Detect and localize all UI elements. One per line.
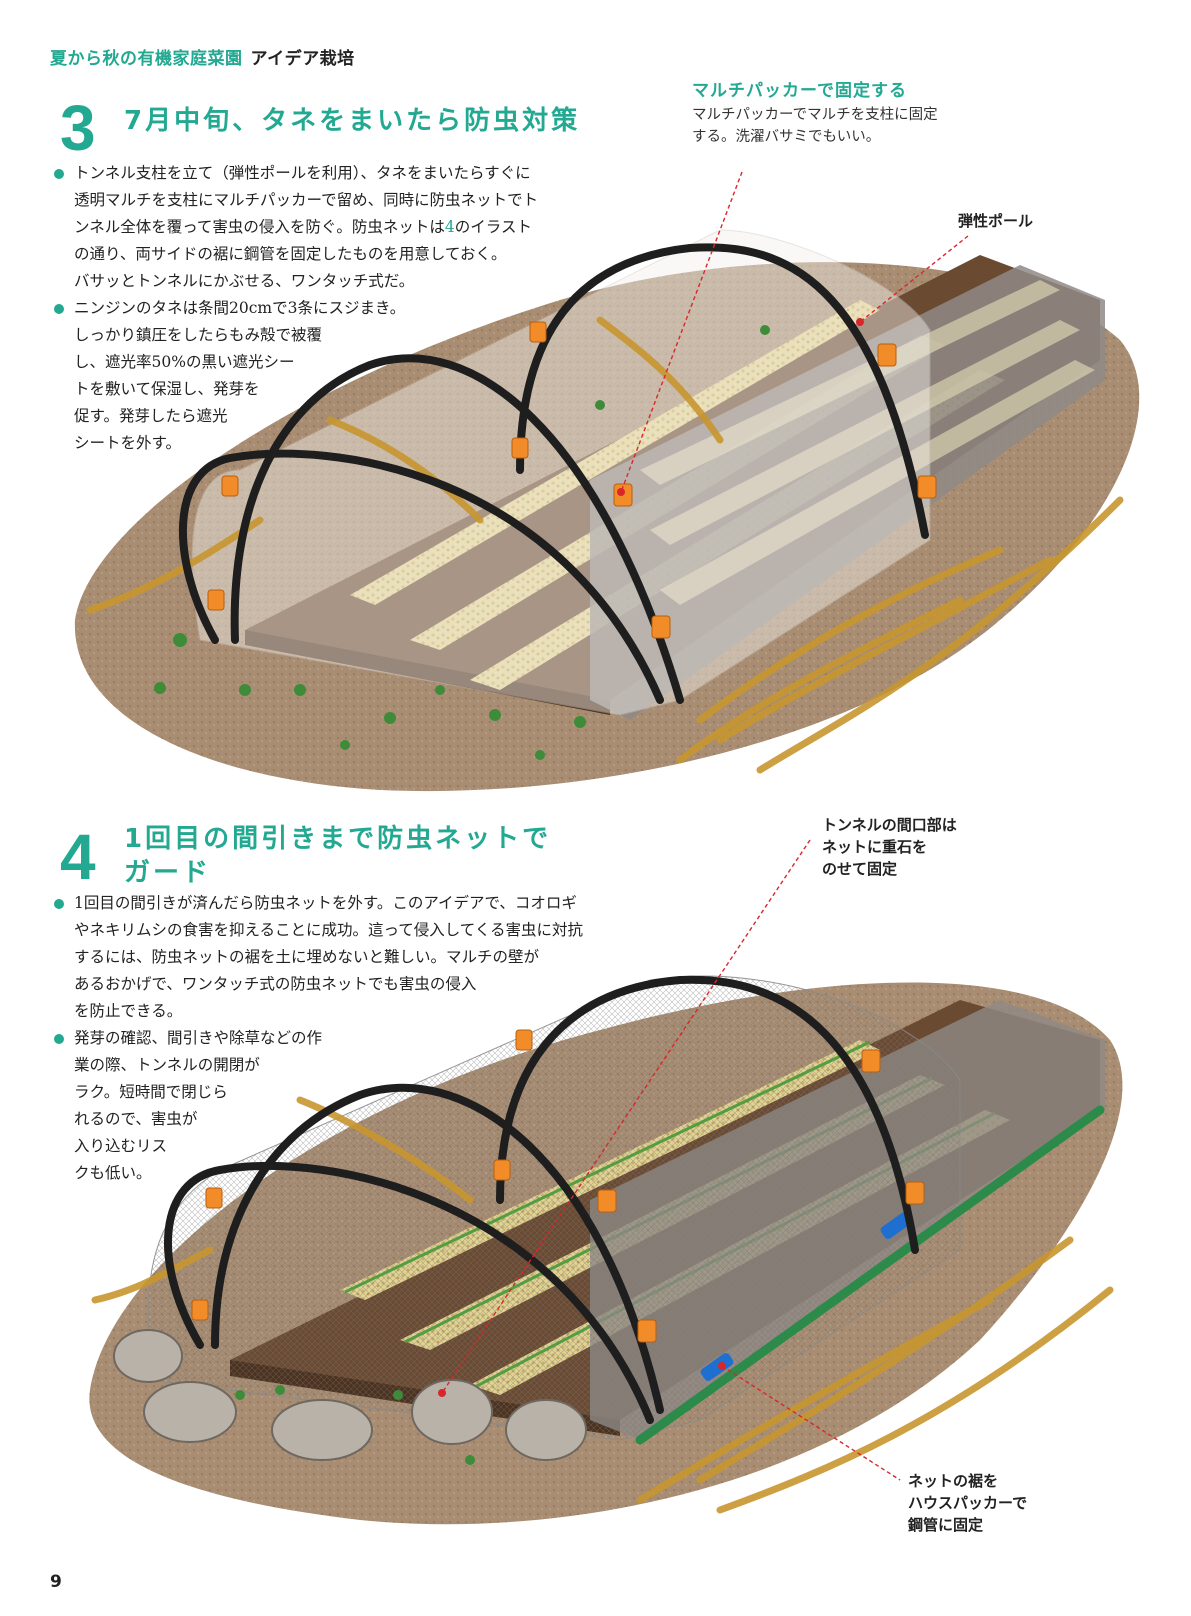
section-4-bullets: 1回目の間引きが済んだら防虫ネットを外す。このアイデアで、コオロギ やネキリムシ… (52, 890, 632, 1187)
leader-dot-pole (856, 318, 864, 326)
callout-packer-title: マルチパッカーで固定する (692, 81, 907, 101)
leader-lines-scene-3 (620, 171, 969, 493)
section-4-title: 1回目の間引きまで防虫ネットで ガード (124, 824, 552, 888)
header-title: アイデア栽培 (250, 49, 355, 69)
callout-packer-text: マルチパッカーでマルチを支柱に固定 する。洗濯バサミでもいい。 (692, 107, 938, 145)
header-series: 夏から秋の有機家庭菜園 (50, 49, 243, 69)
leader-lines-scene-4 (441, 839, 901, 1481)
callout-tunnel-opening: トンネルの間口部は ネットに重石を のせて固定 (822, 816, 957, 878)
section-3-bullet-2: ニンジンのタネは条間20cmで3条にスジまき。 しっかり鎮圧をしたらもみ殻で被覆… (52, 295, 632, 457)
section-4-bullet-2: 発芽の確認、間引きや除草などの作 業の際、トンネルの開閉が ラク。短時間で閉じら… (52, 1025, 632, 1187)
section-3-bullets: トンネル支柱を立て（弾性ポールを利用）、タネをまいたらすぐに 透明マルチを支柱に… (52, 160, 632, 457)
callout-net-hem: ネットの裾を ハウスパッカーで 鋼管に固定 (908, 1472, 1028, 1534)
section-4-number: 4 (60, 821, 96, 893)
callout-elastic-pole: 弾性ポール (958, 212, 1034, 230)
scene-4-tunnel (89, 975, 1123, 1525)
leader-dot-opening (438, 1389, 446, 1397)
section-3-title: 7月中旬、タネをまいたら防虫対策 (124, 106, 581, 136)
leader-dot-packer (617, 488, 625, 496)
leader-dot-hem (718, 1362, 726, 1370)
section-4-bullet-1: 1回目の間引きが済んだら防虫ネットを外す。このアイデアで、コオロギ やネキリムシ… (52, 890, 632, 1025)
running-header: 夏から秋の有機家庭菜園アイデア栽培 (50, 44, 355, 69)
scene-3-tunnel (74, 229, 1140, 792)
section-3-bullet-1: トンネル支柱を立て（弾性ポールを利用）、タネをまいたらすぐに 透明マルチを支柱に… (52, 160, 632, 295)
page-number: 9 (50, 1572, 62, 1592)
section-3-number: 3 (60, 92, 96, 164)
